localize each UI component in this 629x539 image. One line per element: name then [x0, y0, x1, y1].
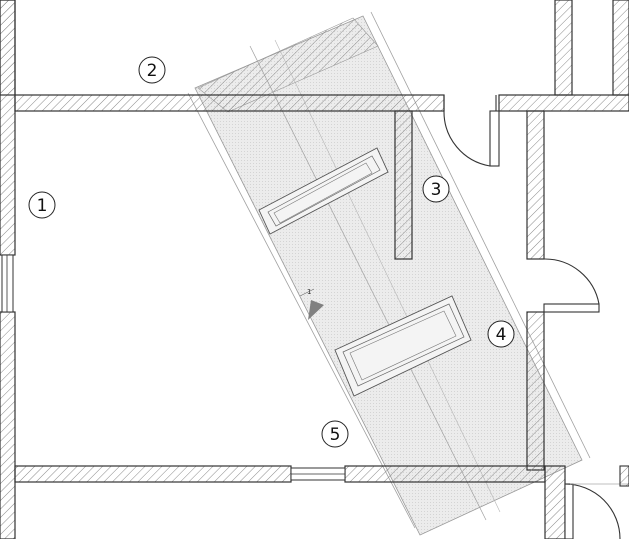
section-band — [187, 11, 591, 536]
furniture-lower — [334, 295, 472, 397]
door-bottom-right — [564, 465, 629, 539]
room-label-5-text: 5 — [330, 425, 341, 445]
room-label-4-text: 4 — [496, 325, 507, 345]
room-label-1: 1 — [28, 191, 56, 219]
section-marker: 1 — [299, 288, 324, 320]
room-label-2-text: 2 — [147, 61, 158, 81]
section-marker-label: 1 — [307, 288, 311, 296]
window-bottom — [290, 467, 346, 481]
room-label-3: 3 — [422, 175, 450, 203]
door-top — [443, 95, 500, 167]
room-label-5: 5 — [321, 420, 349, 448]
window-left — [1, 254, 14, 313]
room-label-3-text: 3 — [431, 180, 442, 200]
door-right — [543, 258, 600, 313]
room-label-4: 4 — [487, 320, 515, 348]
room-label-2: 2 — [138, 56, 166, 84]
furniture-upper — [258, 147, 389, 235]
room-label-1-text: 1 — [37, 196, 48, 216]
